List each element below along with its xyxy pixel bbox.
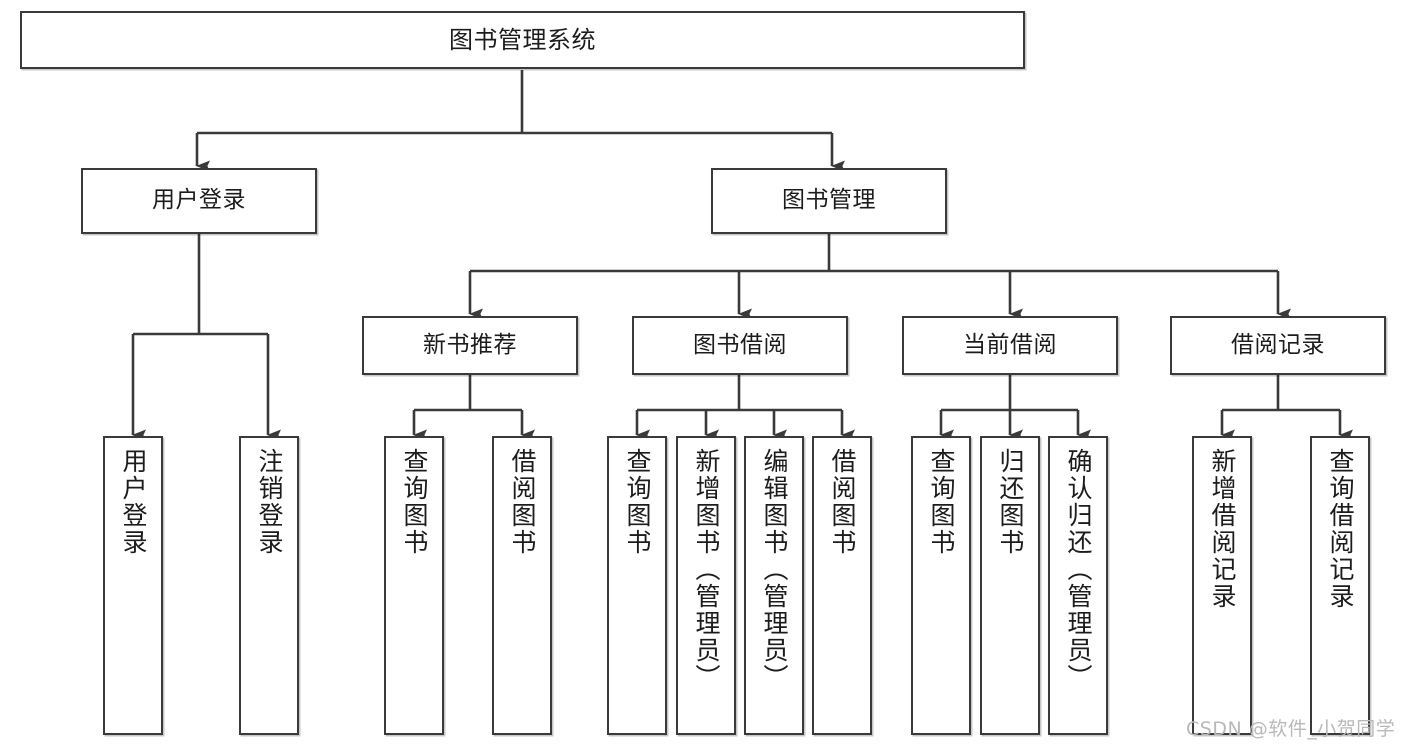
node-borrow-record[interactable]: 借阅记录 — [1170, 316, 1386, 375]
node-label: 确认归还（管理员） — [1064, 448, 1093, 691]
node-label: 新增图书（管理员） — [692, 448, 721, 691]
leaf-add-book-admin[interactable]: 新增图书（管理员） — [676, 436, 736, 735]
node-label: 查询借阅记录 — [1326, 448, 1355, 610]
node-label: 归还图书 — [996, 448, 1025, 556]
leaf-borrow-book[interactable]: 借阅图书 — [812, 436, 872, 735]
node-label: 查询图书 — [400, 448, 429, 556]
node-label: 新书推荐 — [423, 331, 517, 358]
node-root-system[interactable]: 图书管理系统 — [20, 11, 1025, 69]
node-book-management[interactable]: 图书管理 — [711, 168, 947, 234]
node-label: 图书借阅 — [693, 331, 787, 358]
node-label: 用户登录 — [152, 187, 246, 214]
node-label: 借阅记录 — [1231, 331, 1325, 358]
leaf-borrow-book-recommend[interactable]: 借阅图书 — [492, 436, 552, 735]
node-label: 查询图书 — [623, 448, 652, 556]
leaf-edit-book-admin[interactable]: 编辑图书（管理员） — [744, 436, 804, 735]
leaf-return-book[interactable]: 归还图书 — [980, 436, 1040, 735]
leaf-confirm-return-admin[interactable]: 确认归还（管理员） — [1048, 436, 1108, 735]
node-label: 当前借阅 — [963, 331, 1057, 358]
node-label: 图书管理 — [782, 187, 876, 214]
node-new-book-recommend[interactable]: 新书推荐 — [362, 316, 578, 375]
leaf-user-logout[interactable]: 注销登录 — [239, 436, 299, 735]
node-label: 借阅图书 — [828, 448, 857, 556]
node-label: 新增借阅记录 — [1208, 448, 1237, 610]
node-user-login[interactable]: 用户登录 — [81, 168, 317, 234]
leaf-query-book-recommend[interactable]: 查询图书 — [384, 436, 444, 735]
node-book-borrow[interactable]: 图书借阅 — [632, 316, 848, 375]
csdn-watermark: CSDN @软件_小贺同学 — [1186, 718, 1396, 740]
node-label: 查询图书 — [927, 448, 956, 556]
node-current-borrow[interactable]: 当前借阅 — [902, 316, 1118, 375]
leaf-query-book-borrow[interactable]: 查询图书 — [607, 436, 667, 735]
leaf-query-borrow-record[interactable]: 查询借阅记录 — [1310, 436, 1370, 735]
leaf-query-book-current[interactable]: 查询图书 — [911, 436, 971, 735]
node-label: 图书管理系统 — [449, 25, 596, 54]
node-label: 用户登录 — [119, 448, 148, 556]
leaf-add-borrow-record[interactable]: 新增借阅记录 — [1192, 436, 1252, 735]
node-label: 借阅图书 — [508, 448, 537, 556]
node-label: 注销登录 — [255, 448, 284, 556]
leaf-user-login[interactable]: 用户登录 — [103, 436, 163, 735]
node-label: 编辑图书（管理员） — [760, 448, 789, 691]
